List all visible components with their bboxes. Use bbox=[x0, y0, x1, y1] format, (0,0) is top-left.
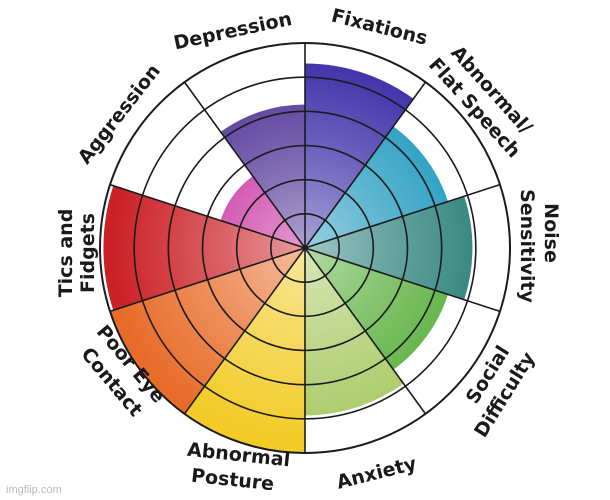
label-noise-1: Noise bbox=[540, 203, 562, 263]
spoke-7 bbox=[183, 247, 306, 415]
spoke-8 bbox=[109, 247, 306, 313]
spoke-9 bbox=[109, 183, 306, 249]
label-anxiety: Anxiety bbox=[334, 453, 419, 494]
spoke-lines bbox=[109, 43, 501, 453]
label-posture-2: Posture bbox=[190, 465, 275, 496]
spoke-4 bbox=[304, 247, 501, 313]
spoke-10 bbox=[183, 81, 306, 249]
label-fixations: Fixations bbox=[329, 5, 429, 50]
label-tics-1: Tics and bbox=[55, 209, 77, 298]
spoke-2 bbox=[304, 81, 427, 249]
watermark-text: imgflip.com bbox=[6, 484, 62, 496]
label-noise-2: Sensitivity bbox=[516, 189, 538, 303]
spoke-5 bbox=[304, 247, 427, 415]
spoke-3 bbox=[304, 183, 501, 249]
label-tics-2: Fidgets bbox=[77, 213, 99, 293]
